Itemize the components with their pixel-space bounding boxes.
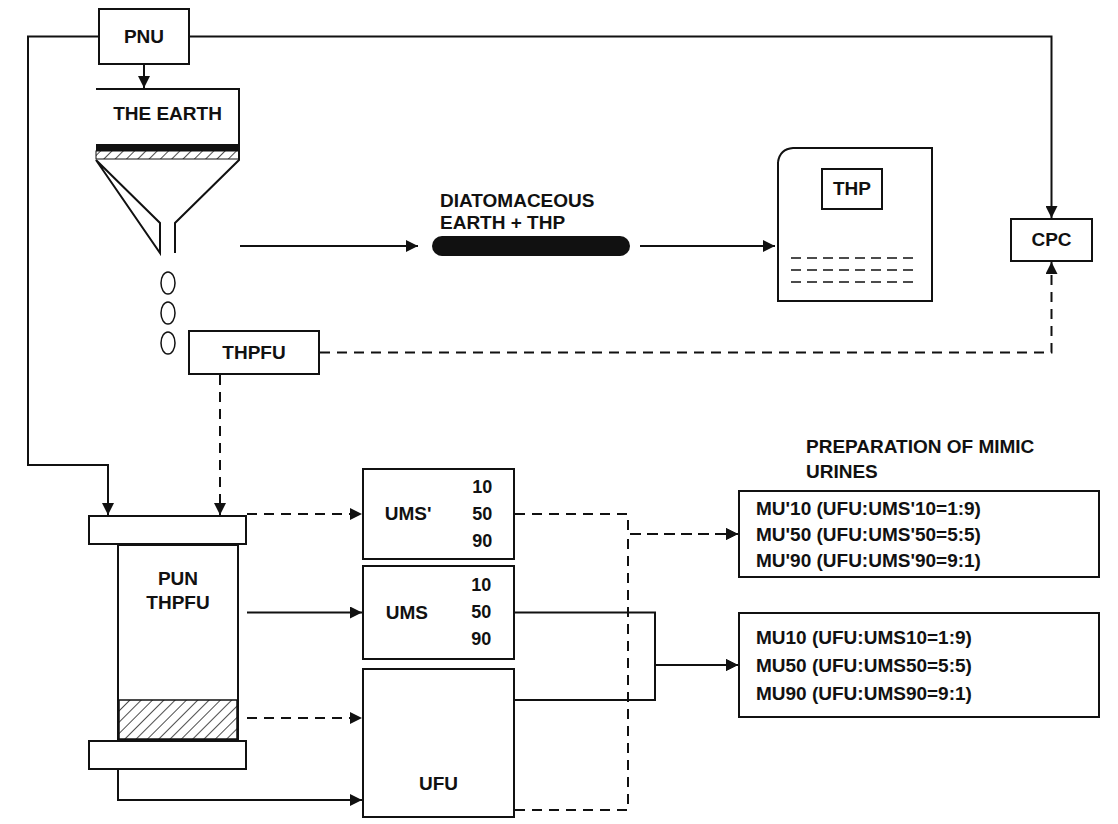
node-label: THP (821, 168, 883, 210)
beaker: THP (775, 140, 935, 305)
mixture-box: MU10 (UFU:UMS10=1:9)MU50 (UFU:UMS50=5:5)… (738, 612, 1100, 718)
dashed-connector (219, 375, 221, 515)
filtrate-drop (161, 302, 175, 324)
liquid-level (791, 281, 919, 283)
beaker-outline (775, 140, 935, 305)
liquid-level (791, 269, 919, 271)
filter-paper (96, 151, 239, 159)
flow-arrow (247, 612, 362, 614)
node-label: PNU (124, 25, 164, 49)
flow-arrow (190, 37, 1052, 219)
node-label: UFU (419, 772, 458, 796)
node-label: THPFU (222, 341, 285, 365)
liquid-level (791, 257, 919, 259)
source-box: PNU (98, 8, 190, 65)
filtrate-drop (161, 332, 175, 354)
node-label: CPC (1031, 228, 1071, 252)
flow-arrow (143, 65, 145, 88)
dashed-connector (247, 717, 362, 719)
node-text: 10 50 90 (453, 474, 493, 555)
mixture-box: PREPARATION OF MIMIC URINESMU'10 (UFU:UM… (738, 490, 1100, 578)
filter-cake: DIATOMACEOUS EARTH + THP (418, 190, 640, 262)
node-label: UMS (386, 601, 428, 625)
node-text: MU90 (UFU:UMS90=9:1) (756, 680, 1082, 708)
filter-body (118, 545, 238, 740)
filter-cake-bar (432, 236, 630, 256)
funnel-outline (96, 89, 239, 253)
node-label: PUN THPFU (128, 567, 228, 615)
dashed-connector (515, 534, 738, 810)
node-text: MU'10 (UFU:UMS'10=1:9) (756, 496, 1082, 522)
flow-arrow (515, 665, 738, 700)
flow-arrow (515, 613, 738, 666)
node-label: UMS' (385, 502, 432, 526)
flow-arrow (118, 770, 362, 800)
filtrate-box: UFU (362, 668, 515, 818)
ultrafilter-device: PUN THPFU (88, 515, 247, 770)
end-plate (89, 741, 246, 769)
node-text: MU'90 (UFU:UMS'90=9:1) (756, 548, 1082, 574)
node-text: MU'50 (UFU:UMS'50=5:5) (756, 522, 1082, 548)
node-label: DIATOMACEOUS EARTH + THP (440, 190, 630, 234)
filter-layer (96, 144, 239, 151)
filtrate-drop (161, 272, 175, 294)
flow-arrow (240, 245, 418, 247)
dashed-connector (320, 262, 1052, 353)
node-text: MU50 (UFU:UMS50=5:5) (756, 652, 1082, 680)
node-label: THE EARTH (95, 88, 240, 126)
node-label: PREPARATION OF MIMIC URINES (806, 434, 1036, 484)
fraction-box: UMS' 10 50 90 (362, 468, 515, 560)
flow-arrow (640, 245, 775, 247)
filtrate-box: THPFU (188, 330, 320, 375)
dashed-connector (515, 514, 738, 534)
node-text: 10 50 90 (452, 572, 492, 653)
end-plate (89, 516, 246, 544)
process-box: CPC (1010, 218, 1093, 262)
membrane (119, 700, 237, 739)
fraction-box: UMS 10 50 90 (362, 565, 515, 660)
dashed-connector (247, 513, 362, 515)
flow-arrow (28, 37, 108, 516)
ultrafilter-outline (88, 515, 247, 770)
filter-funnel: THE EARTH (95, 88, 240, 255)
beaker-outline (778, 148, 932, 301)
node-label: MU10 (UFU:UMS10=1:9) (756, 624, 1082, 652)
